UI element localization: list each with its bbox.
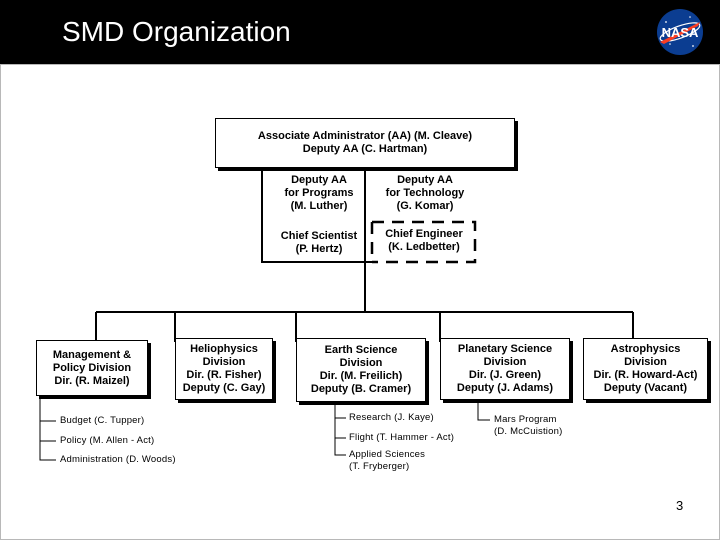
management-unit-administration: Administration (D. Woods) [60,454,176,465]
chief-engineer-box: Chief Engineer (K. Ledbetter) [385,228,463,253]
heliophysics-division-box: Heliophysics Division Dir. (R. Fisher) D… [175,338,273,400]
deputy-technology-box: Deputy AA for Technology (G. Komar) [385,173,465,212]
associate-administrator-box: Associate Administrator (AA) (M. Cleave)… [215,118,515,168]
management-policy-division-box: Management & Policy Division Dir. (R. Ma… [36,340,148,396]
earth-unit-flight: Flight (T. Hammer - Act) [349,432,455,443]
chief-scientist-box: Chief Scientist (P. Hertz) [280,230,358,255]
chief-engineer-dashed-frame [372,220,477,264]
astrophysics-division-box: Astrophysics Division Dir. (R. Howard-Ac… [583,338,708,400]
logo-wordmark: NASA [662,25,699,40]
staff-frame-left [261,163,372,263]
title-bar: SMD Organization NASA [0,0,720,64]
page-number: 3 [676,498,684,513]
management-unit-budget: Budget (C. Tupper) [60,415,145,426]
planetary-unit-mars-program: Mars Program (D. McCuistion) [494,414,563,437]
earth-science-division-box: Earth Science Division Dir. (M. Freilich… [296,338,426,402]
nasa-logo-icon: NASA [657,9,703,55]
management-unit-policy: Policy (M. Allen - Act) [60,435,155,446]
earth-unit-research: Research (J. Kaye) [349,412,434,423]
deputy-programs-box: Deputy AA for Programs (M. Luther) [284,173,354,212]
planetary-science-division-box: Planetary Science Division Dir. (J. Gree… [440,338,570,400]
slide-title: SMD Organization [62,16,291,47]
earth-unit-applied-sciences: Applied Sciences (T. Fryberger) [349,449,426,472]
